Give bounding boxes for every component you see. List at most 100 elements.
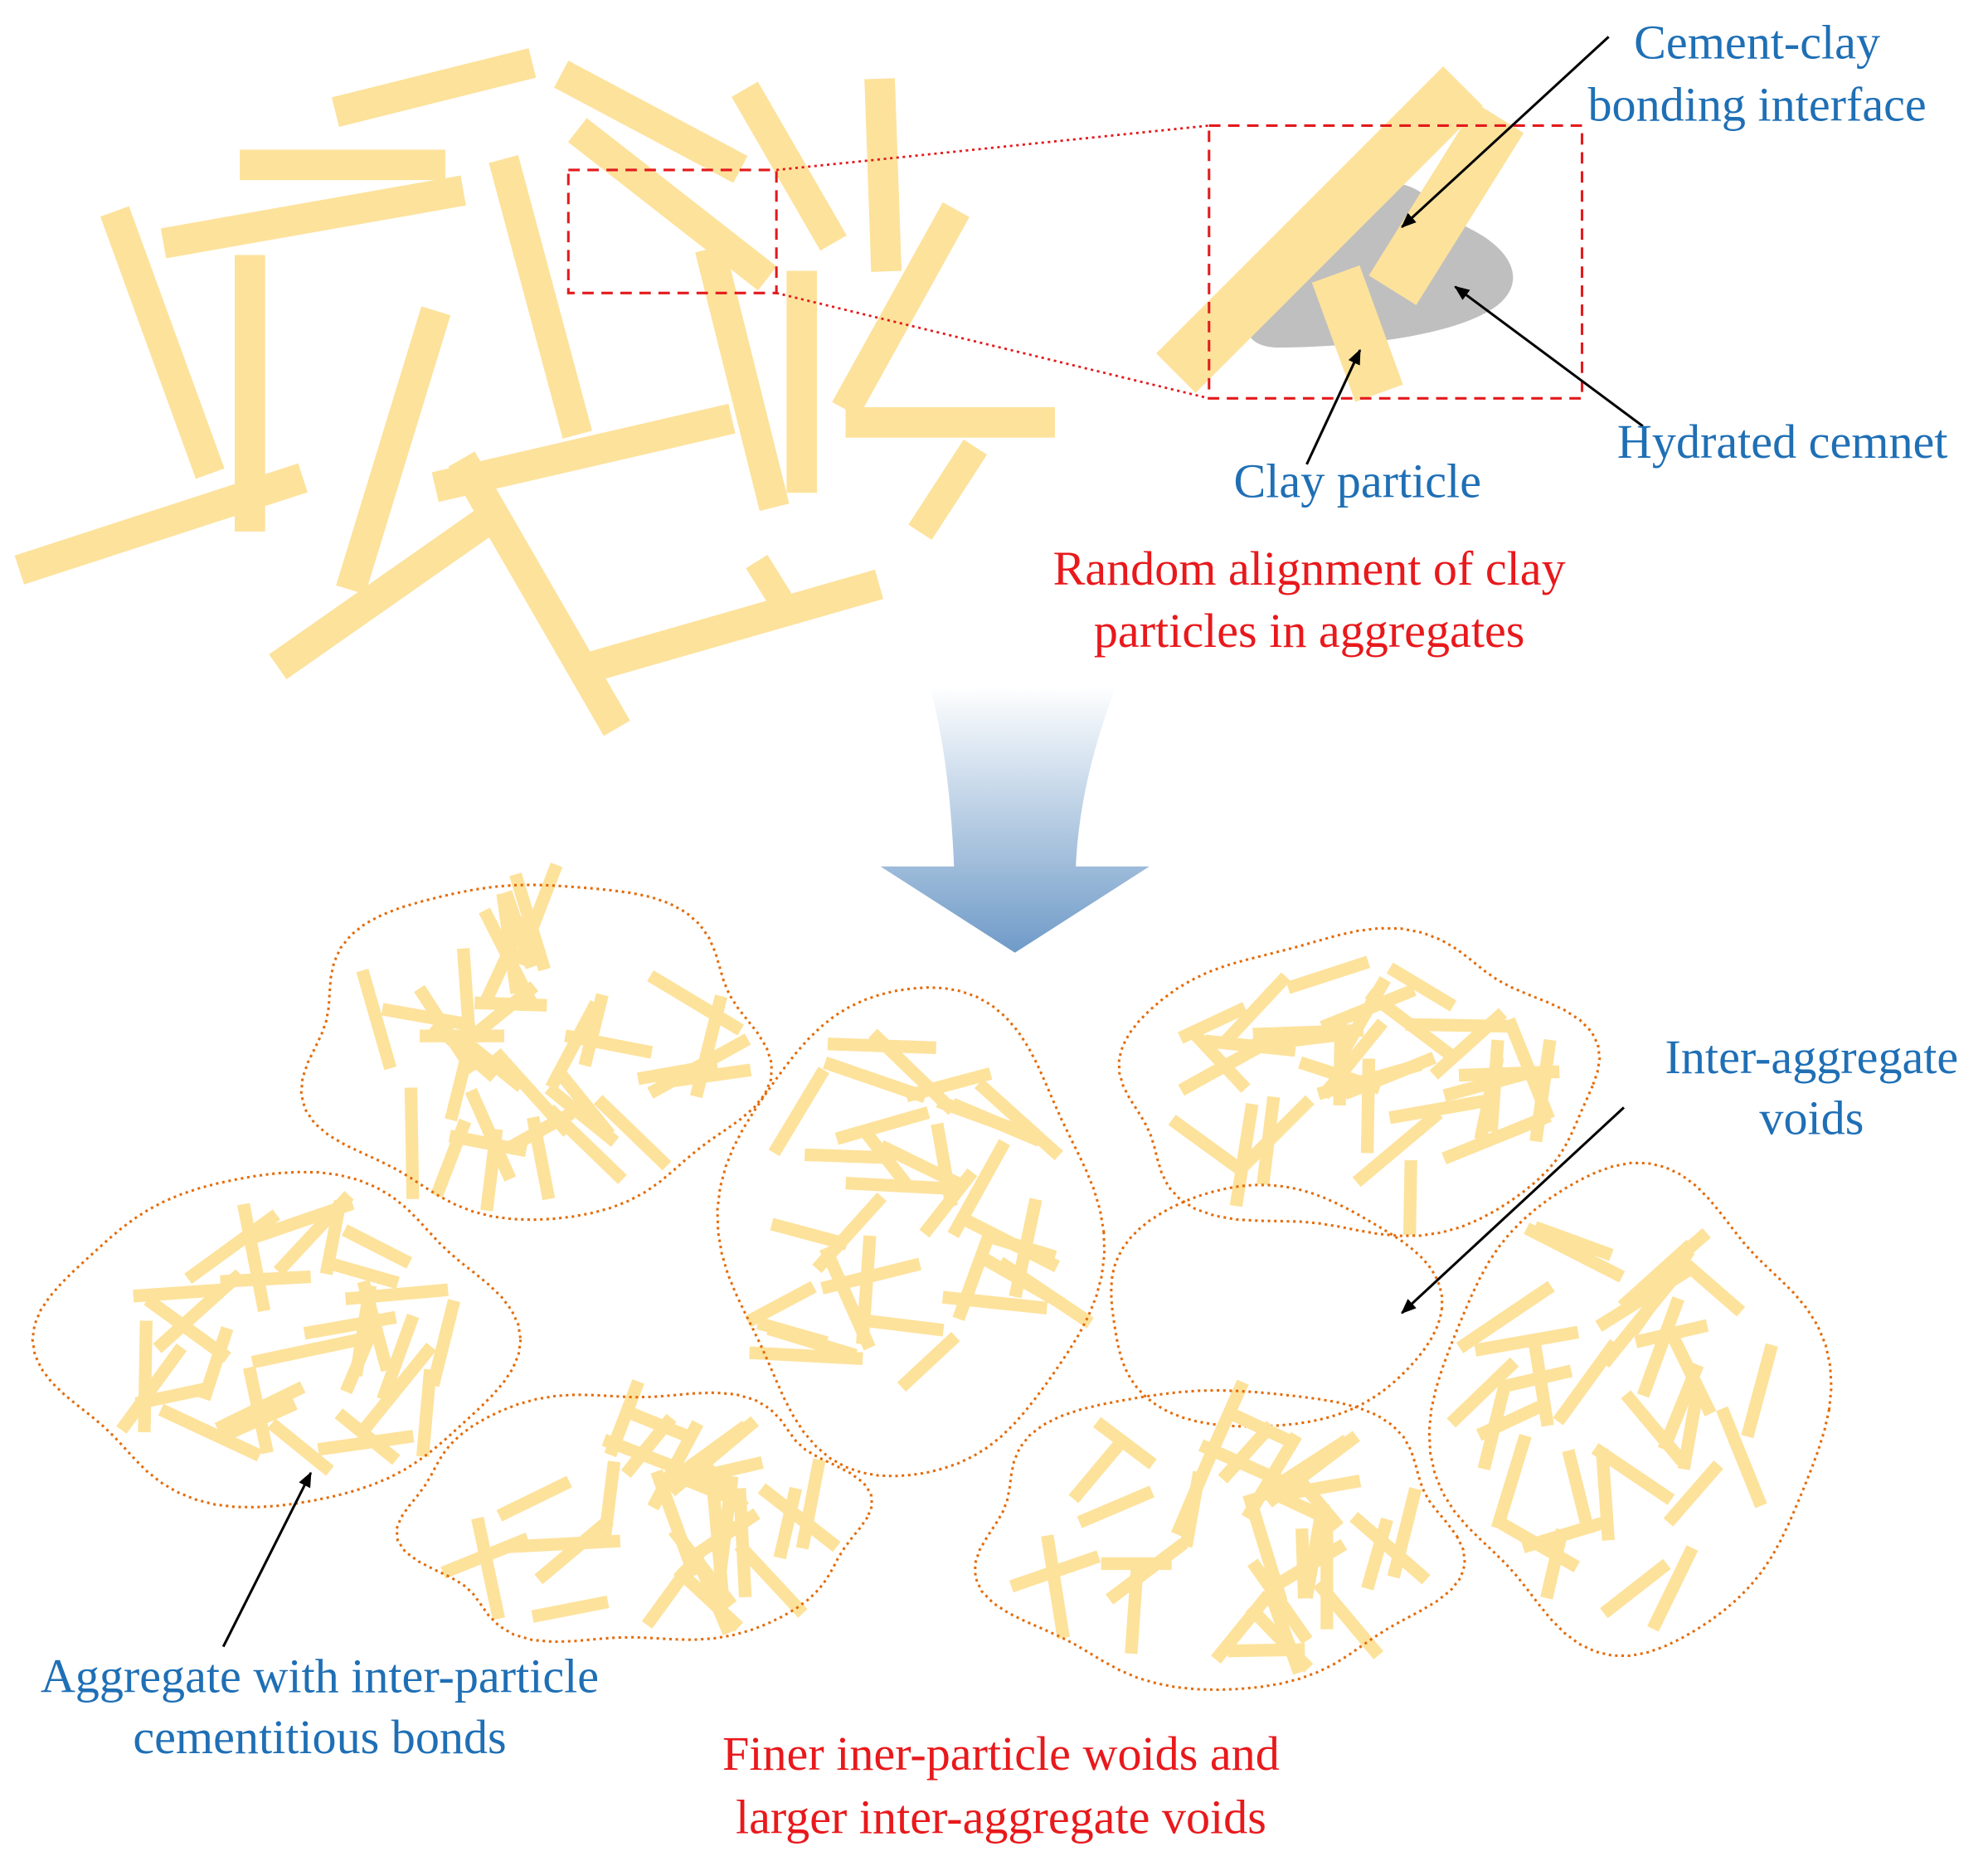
clay-particle: [908, 439, 988, 540]
clay-particle: [1168, 1115, 1247, 1178]
clay-particle: [331, 48, 537, 127]
clay-particle: [1204, 1379, 1249, 1458]
down-arrow: [880, 686, 1150, 953]
clay-particle: [1498, 1364, 1573, 1394]
label-finer-line2: larger inter-aggregate voids: [736, 1790, 1266, 1844]
clay-particle: [1106, 1538, 1188, 1605]
aggregate-outline: [716, 986, 1106, 1478]
clay-particle: [323, 1256, 400, 1290]
clay-particle: [491, 1047, 573, 1137]
clay-particle: [1647, 1545, 1699, 1632]
clay-particle: [336, 306, 451, 595]
clay-particle: [416, 1368, 437, 1458]
clay-particle: [456, 948, 477, 1049]
clay-particle: [745, 1280, 817, 1328]
clay-particle: [868, 1028, 958, 1115]
clay-particle: [1218, 972, 1291, 1049]
clay-particle: [1402, 1159, 1417, 1236]
zoom-particle: [1368, 103, 1524, 305]
clay-particle: [160, 175, 466, 259]
label-aggregate-line1: Aggregate with inter-particle: [41, 1650, 599, 1703]
clay-particle: [768, 1067, 829, 1157]
clay-particle: [1009, 1198, 1043, 1299]
clay-particle: [404, 1087, 420, 1199]
clay-particle: [1313, 1579, 1384, 1659]
clay-particle: [619, 1403, 693, 1444]
clay-particle: [1446, 1357, 1519, 1428]
clay-particle: [1562, 1449, 1596, 1536]
clay-particle: [1621, 1390, 1687, 1465]
clay-particle: [974, 1078, 1063, 1161]
arrow-aggregate: [221, 1471, 313, 1648]
clay-particle: [588, 569, 884, 682]
clay-particle: [832, 202, 970, 417]
aggregate: [716, 986, 1106, 1478]
clay-particle: [340, 1311, 386, 1395]
clay-particle: [950, 1098, 1043, 1147]
clay-particle: [269, 498, 510, 680]
clay-particle: [773, 1486, 803, 1560]
clay-particle: [856, 1235, 877, 1345]
clay-particle: [355, 1342, 436, 1439]
clay-particle: [138, 1320, 153, 1433]
clay-particle: [1178, 1036, 1271, 1096]
clay-particle: [448, 1130, 527, 1158]
clay-particle: [766, 1322, 858, 1362]
callout-line-top: [776, 124, 1209, 172]
clay-particle: [554, 61, 748, 183]
clay-particle: [197, 1326, 234, 1402]
clay-particle: [1524, 1222, 1626, 1283]
aggregate-outline: [1117, 926, 1602, 1237]
arrow-inter-aggregate: [1401, 1106, 1626, 1314]
clay-particle: [845, 1176, 945, 1195]
label-hydrated-cement: Hydrated cemnet: [1617, 415, 1948, 469]
clay-particle: [845, 407, 1055, 438]
clay-particle: [1349, 1512, 1431, 1585]
clay-particle: [864, 78, 902, 272]
label-aggregate-line2: cementitious bonds: [133, 1710, 506, 1764]
clay-particle: [1352, 1108, 1443, 1188]
clay-particle: [116, 1344, 187, 1434]
label-cement-clay-line2: bonding interface: [1587, 77, 1926, 131]
clay-particle: [531, 1596, 610, 1623]
zoom-particle: [1156, 66, 1483, 393]
clay-particle: [931, 1122, 958, 1207]
clay-particle: [1595, 1263, 1694, 1332]
clay-particle: [1218, 1421, 1276, 1484]
aggregate: [31, 1170, 523, 1509]
clay-particle: [714, 1475, 739, 1572]
clay-particle: [812, 1192, 887, 1274]
clay-particle: [381, 1003, 474, 1032]
arrow-cement-clay: [1401, 36, 1610, 228]
aggregate: [299, 862, 773, 1222]
clay-particle: [334, 1408, 401, 1465]
clay-particle: [695, 245, 790, 512]
clay-particle: [732, 81, 847, 251]
clay-particle: [1262, 1587, 1305, 1675]
clay-particle: [220, 1270, 312, 1288]
label-finer-line1: Finer iner-particle woids and: [722, 1727, 1280, 1781]
clay-particle: [496, 1475, 572, 1522]
clay-particle: [1596, 1448, 1615, 1541]
pointer-arrows: [221, 36, 1644, 1648]
clay-particle: [1068, 1433, 1130, 1504]
clay-particle: [1041, 1534, 1070, 1640]
clay-particle: [1300, 1502, 1329, 1599]
clay-particle: [1663, 1460, 1723, 1527]
clay-particle: [1092, 1416, 1157, 1470]
clay-particle: [688, 1549, 735, 1636]
clay-particle: [786, 270, 818, 493]
clay-particle: [820, 1257, 921, 1295]
clay-particle: [1229, 1102, 1259, 1207]
clay-particle: [158, 1403, 263, 1462]
clay-particle: [1077, 1485, 1154, 1528]
clay-particle: [1674, 1252, 1746, 1317]
clay-particle: [1333, 975, 1391, 1063]
aggregate-outline: [299, 883, 773, 1222]
clay-particle: [804, 1148, 892, 1164]
arrow-hydrated: [1454, 285, 1644, 428]
clay-particle: [593, 1095, 672, 1171]
clay-particle: [134, 1382, 211, 1410]
aggregate: [1117, 926, 1602, 1237]
